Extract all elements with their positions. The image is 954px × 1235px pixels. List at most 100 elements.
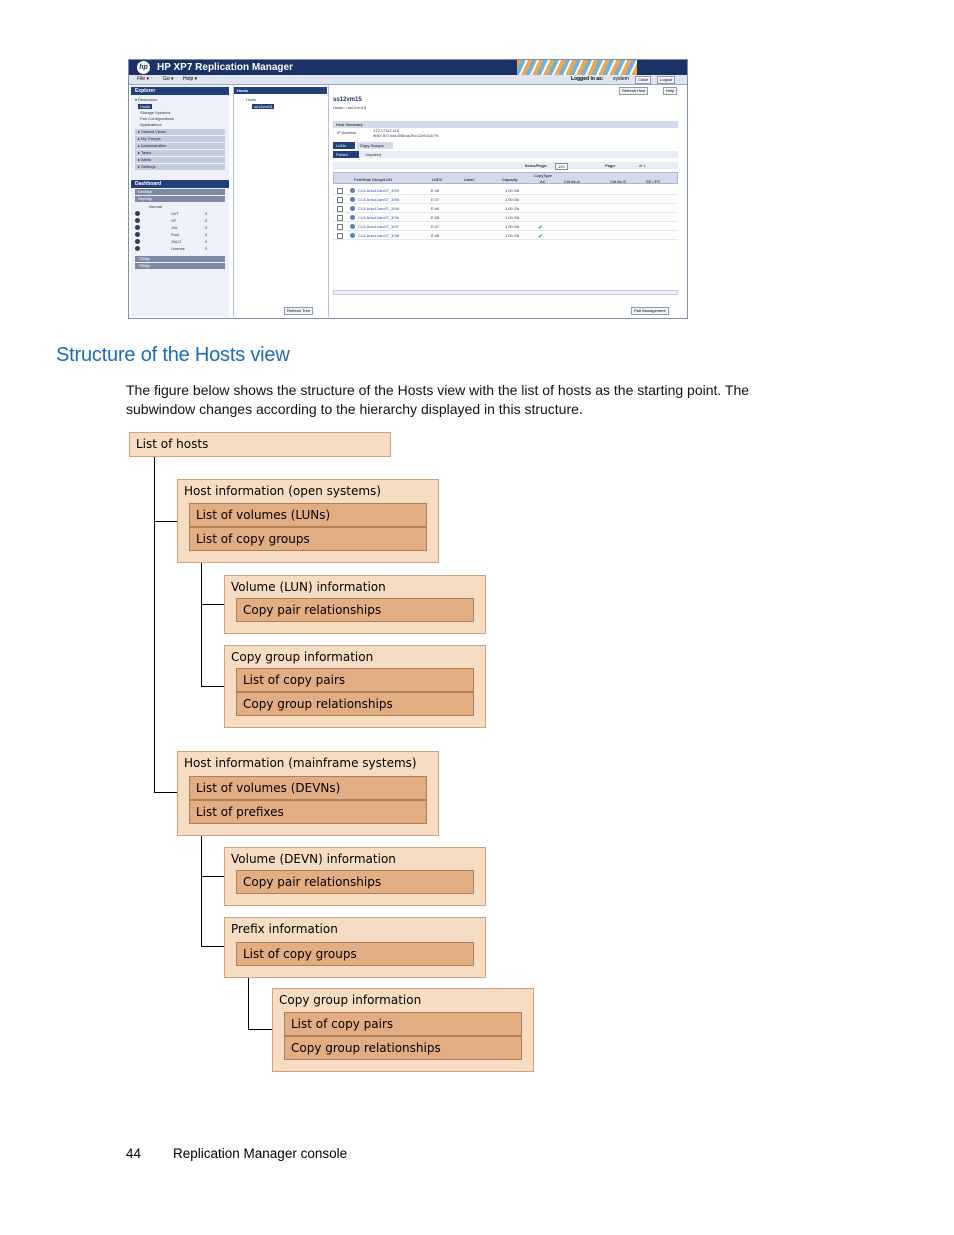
dashboard-row-label: JNL — [171, 225, 178, 230]
volume-icon — [350, 215, 355, 220]
dashboard-row-label: License — [171, 246, 185, 251]
pair-management-button[interactable]: Pair Management — [631, 307, 669, 315]
row-ldev: E:45 — [431, 188, 439, 193]
menu-file[interactable]: File ▾ — [137, 76, 149, 82]
mf-prefix-info-box: Prefix information List of copy groups — [224, 917, 486, 978]
row-lun[interactable]: CL5-A/ss12arc07_3/96 — [358, 206, 399, 211]
col-ldev[interactable]: LDEV — [432, 177, 442, 182]
mf-host-info-box: Host information (mainframe systems) Lis… — [177, 751, 439, 836]
tree-header: Hosts — [234, 87, 327, 94]
row-ldev: E:26 — [431, 215, 439, 220]
explorer-hosts[interactable]: Hosts — [138, 104, 152, 109]
tab-luns[interactable]: LUNs — [333, 142, 355, 149]
check-icon: ✔ — [538, 224, 543, 231]
row-checkbox[interactable] — [337, 224, 343, 230]
table-row[interactable]: CL5-A/ss12arc07_3/95 E:45 1.00 Gb — [333, 186, 678, 195]
row-lun[interactable]: CL5-A/ss12arc07_3/95 — [358, 197, 399, 202]
tab-copy-groups[interactable]: Copy Groups — [357, 142, 393, 149]
open-host-info-title: Host information (open systems) — [184, 484, 381, 498]
connector — [201, 876, 224, 877]
tree-root-hosts[interactable]: Hosts — [246, 97, 256, 102]
menu-bar: File ▾ Go ▾ Help ▾ Logged in as: system … — [129, 75, 687, 85]
explorer-settings[interactable]: ▸ Settings — [135, 164, 225, 170]
row-ldev: E:47 — [431, 197, 439, 202]
explorer-pair-config[interactable]: Pair Configurations — [140, 116, 174, 121]
dashboard-devmgr[interactable]: DevMgr — [135, 189, 225, 195]
connector — [154, 792, 177, 793]
row-lun[interactable]: CL5-A/ss12arc07_3/98 — [358, 233, 399, 238]
dashboard-tsmgr-1[interactable]: TSMgr — [135, 256, 225, 262]
explorer-alerts[interactable]: ▸ Alerts — [135, 157, 225, 163]
row-capacity: 1.00 Gb — [505, 206, 519, 211]
page-of: of 1 — [639, 163, 646, 168]
status-icon — [135, 246, 140, 251]
row-lun[interactable]: CL5-A/ss12arc07_3/95 — [358, 188, 399, 193]
items-per-page-select[interactable]: 100 — [555, 163, 568, 170]
col-ss-fs[interactable]: SS / FS — [646, 179, 660, 184]
row-capacity: 1.00 Gb — [505, 188, 519, 193]
menu-go[interactable]: Go ▾ — [163, 76, 174, 82]
connector — [201, 562, 202, 686]
hp-logo-icon: hp — [137, 61, 150, 74]
col-ac[interactable]: AC — [540, 179, 546, 184]
explorer-tasks[interactable]: ▸ Tasks — [135, 150, 225, 156]
explorer-resources[interactable]: ▾ Resources — [135, 97, 157, 102]
dashboard-normal: Normal — [149, 204, 162, 209]
open-volume-info-title: Volume (LUN) information — [231, 580, 386, 594]
subtab-paired[interactable]: Paired — [333, 151, 359, 158]
row-checkbox[interactable] — [337, 233, 343, 239]
explorer-applications[interactable]: Applications — [140, 122, 162, 127]
mf-host-info-title: Host information (mainframe systems) — [184, 756, 417, 770]
close-button[interactable]: Close — [635, 76, 651, 84]
explorer-header: Explorer — [131, 87, 229, 95]
help-button[interactable]: Help — [663, 87, 677, 95]
row-lun[interactable]: CL5-A/ss12arc07_3/97 — [358, 224, 399, 229]
refresh-host-button[interactable]: Refresh Host — [619, 87, 648, 95]
row-checkbox[interactable] — [337, 215, 343, 221]
subtab-unpaired[interactable]: Unpaired — [365, 152, 381, 157]
status-icon — [135, 239, 140, 244]
table-row[interactable]: CL5-A/ss12arc07_3/95 E:47 1.00 Gb — [333, 195, 678, 204]
dashboard-row-label: UVT — [171, 211, 179, 216]
col-lun[interactable]: Port/Host Group/LUN — [354, 177, 392, 182]
check-icon: ✔ — [538, 233, 543, 240]
tree-node-host[interactable]: ss12vm15 — [252, 104, 274, 109]
mf-copygroup-item: Copy group relationships — [284, 1036, 522, 1060]
menu-help[interactable]: Help ▾ — [183, 76, 197, 82]
connector — [154, 521, 177, 522]
col-label[interactable]: Label — [464, 177, 474, 182]
horizontal-scrollbar[interactable] — [333, 290, 678, 295]
row-lun[interactable]: CL5-A/ss12arc07_3/96 — [358, 215, 399, 220]
dashboard-row-value: 0 — [205, 225, 207, 230]
open-copygroup-info-box: Copy group information List of copy pair… — [224, 645, 486, 728]
refresh-tree-button[interactable]: Refresh Tree — [284, 307, 313, 315]
open-host-info-box: Host information (open systems) List of … — [177, 479, 439, 563]
row-checkbox[interactable] — [337, 188, 343, 194]
ip-label: IP Address — [337, 130, 356, 135]
mf-copygroup-info-title: Copy group information — [279, 993, 421, 1007]
col-cnt-ac-a[interactable]: Cnt Ac-A — [564, 179, 580, 184]
pager-bar — [333, 162, 678, 169]
ip-value-2: fe80::8:0:444:808:ca29:c12ef:4167% — [373, 133, 438, 138]
explorer-storage[interactable]: Storage Systems — [140, 110, 170, 115]
mf-copygroup-info-box: Copy group information List of copy pair… — [272, 988, 534, 1072]
col-cnt-ac-s[interactable]: Cnt Ac-S — [610, 179, 626, 184]
row-capacity: 1.00 Gb — [505, 197, 519, 202]
row-checkbox[interactable] — [337, 206, 343, 212]
mf-prefix-item: List of copy groups — [236, 942, 474, 966]
row-ldev: E:48 — [431, 233, 439, 238]
row-checkbox[interactable] — [337, 197, 343, 203]
mf-host-item: List of prefixes — [189, 800, 427, 824]
explorer-shared-views[interactable]: ▸ Shared Views — [135, 129, 225, 135]
explorer-administration[interactable]: ▸ Administration — [135, 143, 225, 149]
dashboard-repmgr[interactable]: RepMgr — [135, 196, 225, 202]
dashboard-header: Dashboard — [131, 180, 229, 188]
dashboard-tsmgr-2[interactable]: TSMgr — [135, 263, 225, 269]
col-capacity[interactable]: Capacity — [502, 177, 518, 182]
logout-button[interactable]: Logout — [657, 76, 675, 84]
explorer-my-groups[interactable]: ▸ My Groups — [135, 136, 225, 142]
